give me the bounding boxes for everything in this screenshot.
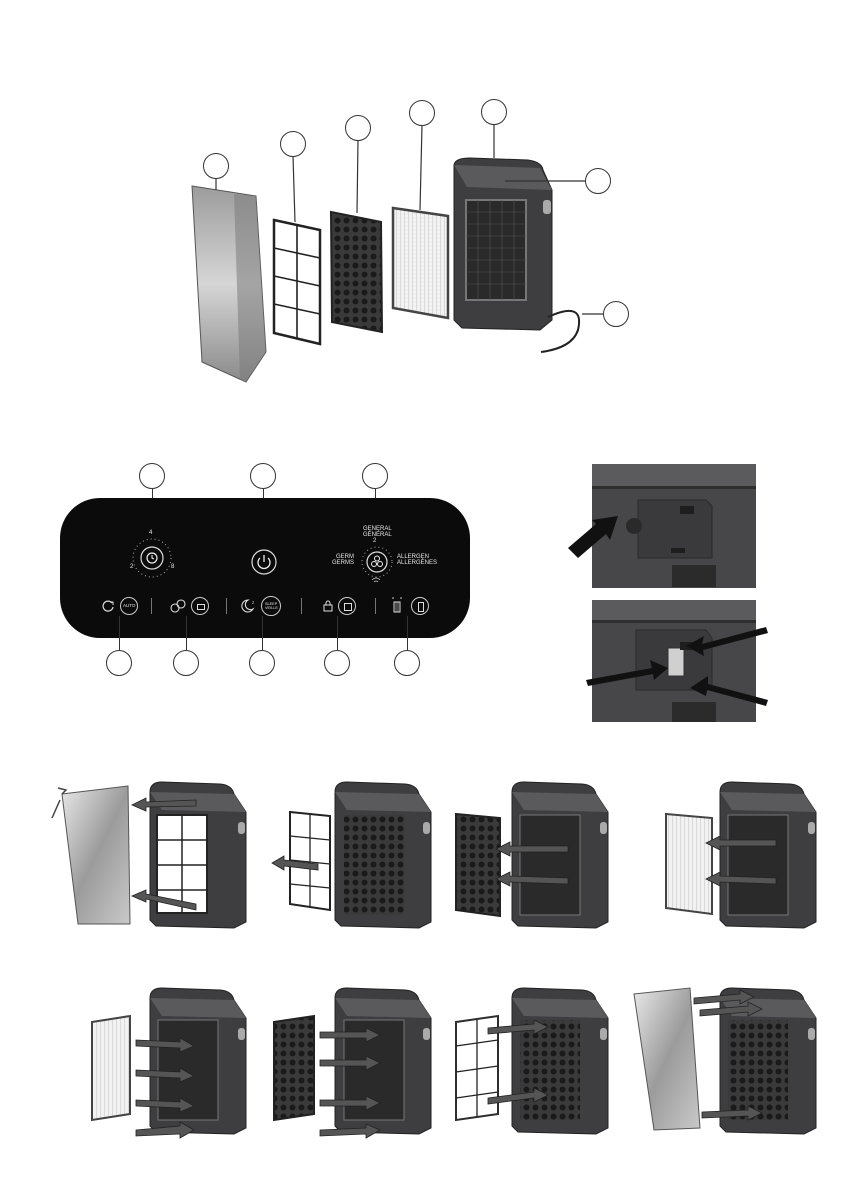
filter-reset-glyph [418, 602, 424, 612]
step-2-remove-pre-filter [272, 782, 431, 928]
callout-auto [106, 650, 132, 676]
filter-indicator-icon [391, 596, 403, 614]
timer-number-8: 8 [171, 564, 174, 570]
hepa-filter-part [393, 208, 448, 318]
leader-line [119, 616, 120, 650]
front-cover-part [192, 186, 266, 382]
callout-power-cord [603, 301, 629, 327]
detail-photo-bottom [592, 600, 756, 722]
callout-main-unit [481, 99, 507, 125]
callout-link [173, 650, 199, 676]
lock-button[interactable] [338, 597, 356, 615]
callout-power [250, 463, 276, 489]
pre-filter-part [274, 220, 320, 344]
callout-sleep [249, 650, 275, 676]
fan-speed-number: 2 [373, 538, 376, 544]
separator [301, 598, 302, 614]
callout-filter-reset [394, 650, 420, 676]
step-6-insert-carbon-filter [274, 988, 431, 1138]
timer-number-4: 4 [149, 530, 152, 536]
filter-reset-button[interactable] [411, 597, 429, 615]
timer-icon[interactable] [145, 551, 159, 565]
callout-front-cover [203, 153, 229, 179]
step-8-replace-cover [634, 988, 816, 1134]
callout-hepa-filter [409, 100, 435, 126]
mode-germs-label: GERM GERMS [332, 554, 354, 566]
step-1-remove-cover [52, 782, 246, 928]
callout-pre-filter [280, 131, 306, 157]
mode-allergens-label: ALLERGEN ALLERGÈNES [397, 554, 437, 566]
lock-icon [322, 600, 334, 612]
auto-icon [102, 599, 116, 613]
link-button-glyph [197, 604, 205, 610]
callout-timer [139, 463, 165, 489]
main-unit-part [454, 158, 579, 352]
separator [226, 598, 227, 614]
separator [375, 598, 376, 614]
sleep-icon: z [240, 598, 258, 614]
leader-line [262, 616, 263, 650]
mode-general-label: GENERAL GÉNÉRAL [363, 526, 392, 538]
filter-replacement-steps [0, 770, 842, 1170]
detail-photo-top [592, 464, 756, 588]
exploded-view-diagram [0, 0, 842, 420]
auto-button-label: AUTO [123, 603, 135, 609]
power-button[interactable] [249, 547, 279, 577]
fan-icon [372, 556, 383, 567]
callout-carbon-filter [345, 115, 371, 141]
timer-number-2: 2 [130, 564, 133, 570]
callout-control-area [585, 168, 611, 194]
step-3-remove-carbon-filter [456, 782, 608, 928]
link-button[interactable] [191, 597, 209, 615]
carbon-filter-part [331, 212, 382, 332]
leader-line [186, 616, 187, 650]
detail-photos [556, 462, 842, 727]
auto-button[interactable]: AUTO [120, 597, 138, 615]
callout-fan-speed [362, 463, 388, 489]
sleep-button-label: SLEEP VEILLE [265, 602, 278, 610]
control-panel: 4 2 8 GENERAL GÉNÉRAL 2 GERM GERMS ALLER… [60, 498, 470, 638]
svg-text:z: z [252, 600, 255, 605]
link-icon [170, 599, 186, 613]
separator [151, 598, 152, 614]
leader-line [407, 616, 408, 650]
wifi-icon [371, 577, 381, 584]
lock-button-glyph [344, 603, 352, 611]
sleep-button[interactable]: SLEEP VEILLE [261, 596, 281, 616]
step-4-remove-hepa-filter [666, 782, 816, 928]
fan-button[interactable] [360, 545, 394, 579]
callout-lock [324, 650, 350, 676]
step-5-insert-hepa-filter [92, 988, 246, 1138]
step-7-insert-pre-filter [456, 988, 608, 1134]
leader-line [337, 616, 338, 650]
